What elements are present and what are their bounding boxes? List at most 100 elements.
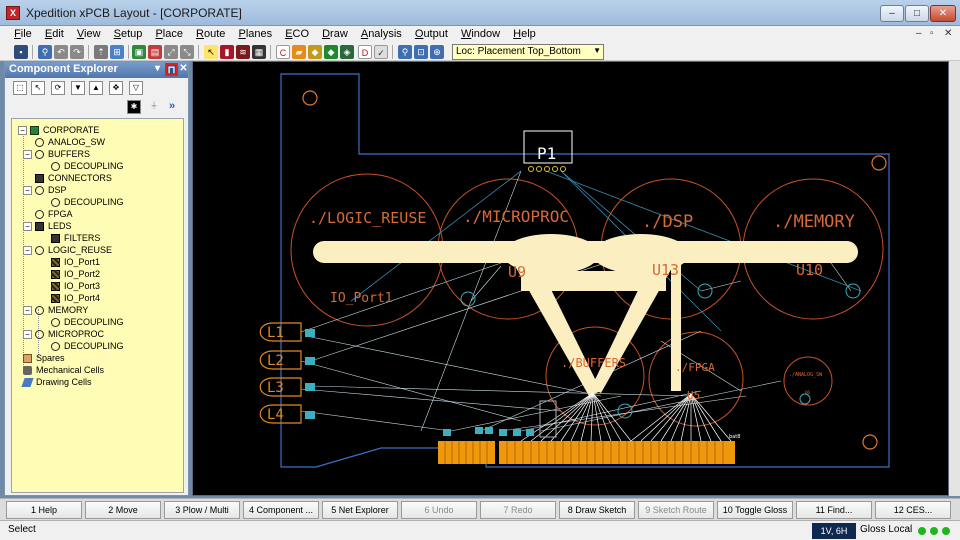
fkey-net-explorer[interactable]: 5 Net Explorer <box>322 501 398 519</box>
menu-help[interactable]: Help <box>513 28 536 40</box>
gear-icon <box>23 366 32 376</box>
place-mode-icon[interactable]: ▮ <box>220 45 234 59</box>
tree-node-leds[interactable]: −LEDS <box>23 220 72 232</box>
menu-edit[interactable]: Edit <box>44 28 64 40</box>
pcb-canvas[interactable]: ./LOGIC_REUSE ./MICROPROC ./DSP ./MEMORY… <box>192 61 949 496</box>
review-icon[interactable]: ◈ <box>340 45 354 59</box>
tree-node-mechanical-cells[interactable]: Mechanical Cells <box>23 364 104 376</box>
panel-menu-chevron-icon[interactable]: ▾ <box>154 63 161 74</box>
fkey-redo[interactable]: 7 Redo <box>480 501 556 519</box>
tree-node-buffers-decoupling[interactable]: DECOUPLING <box>51 160 124 172</box>
unplace-icon[interactable]: ▲ <box>89 81 103 95</box>
draw-mode-icon[interactable]: ▦ <box>252 45 266 59</box>
menu-draw[interactable]: Draw <box>322 28 348 40</box>
zoom-area-icon[interactable]: ⊕ <box>430 45 444 59</box>
tree-node-memory[interactable]: −MEMORY <box>23 304 88 316</box>
zoom-fit-icon[interactable]: ⊡ <box>414 45 428 59</box>
net-icon[interactable]: ◆ <box>308 45 322 59</box>
select-pointer-icon[interactable]: ↖ <box>204 45 218 59</box>
display-control-icon[interactable]: ▣ <box>132 45 146 59</box>
double-chevron-right-icon[interactable]: » <box>168 100 176 112</box>
close-button[interactable]: ✕ <box>930 5 956 22</box>
save-icon[interactable]: ▪ <box>14 45 28 59</box>
tree-node-drawing-cells[interactable]: Drawing Cells <box>21 376 92 388</box>
tree-node-io-port1[interactable]: IO_Port1 <box>51 256 100 268</box>
find-icon[interactable]: ⚲ <box>38 45 52 59</box>
drc-icon[interactable]: D <box>358 45 372 59</box>
fkey-draw-sketch[interactable]: 8 Draw Sketch <box>559 501 635 519</box>
tree-node-buffers[interactable]: −BUFFERS <box>23 148 90 160</box>
redo-icon[interactable]: ↷ <box>70 45 84 59</box>
vertical-scrollbar[interactable] <box>949 61 960 496</box>
parts-icon[interactable]: ▰ <box>292 45 306 59</box>
route-mode-icon[interactable]: ≋ <box>236 45 250 59</box>
menu-eco[interactable]: ECO <box>285 28 310 40</box>
tree-node-microproc[interactable]: −MICROPROC <box>23 328 104 340</box>
mdi-restore-icon[interactable]: ▫ <box>930 28 934 39</box>
tree-node-logic-reuse[interactable]: −LOGIC_REUSE <box>23 244 112 256</box>
fkey-undo[interactable]: 6 Undo <box>401 501 477 519</box>
undo-icon[interactable]: ↶ <box>54 45 68 59</box>
properties-icon[interactable]: ⊞ <box>110 45 124 59</box>
fkey-ces[interactable]: 12 CES... <box>875 501 951 519</box>
circle-icon <box>51 342 60 352</box>
push-icon[interactable]: ⇡ <box>94 45 108 59</box>
funnel-icon[interactable]: ⏚ <box>150 101 158 110</box>
link-icon[interactable]: ⤢ <box>164 45 178 59</box>
menu-planes[interactable]: Planes <box>238 28 273 40</box>
location-dropdown[interactable]: Loc: Placement Top_Bottom ▼ <box>452 44 604 60</box>
expand-all-icon[interactable]: ✱ <box>127 100 141 114</box>
maximize-button[interactable]: □ <box>905 5 929 22</box>
fkey-component[interactable]: 4 Component ... <box>243 501 319 519</box>
drc-diamond-icon[interactable]: ◆ <box>324 45 338 59</box>
menu-view[interactable]: View <box>76 28 101 40</box>
refresh-icon[interactable]: ⟳ <box>51 81 65 95</box>
tree-node-dsp[interactable]: −DSP <box>23 184 67 196</box>
place-icon[interactable]: ▼ <box>71 81 85 95</box>
fkey-plow-multi[interactable]: 3 Plow / Multi <box>164 501 240 519</box>
minimize-button[interactable]: – <box>880 5 904 22</box>
zoom-icon[interactable]: ⚲ <box>398 45 412 59</box>
menu-setup[interactable]: Setup <box>113 28 143 40</box>
ces-icon[interactable]: C <box>276 45 290 59</box>
circle-icon <box>35 246 44 256</box>
menu-file[interactable]: File <box>14 28 32 40</box>
tree-node-dsp-decoupling[interactable]: DECOUPLING <box>51 196 124 208</box>
move-icon[interactable]: ✥ <box>109 81 123 95</box>
layer-icon[interactable]: ▤ <box>148 45 162 59</box>
status-message: Select <box>8 524 36 535</box>
mdi-close-icon[interactable]: ✕ <box>944 28 953 39</box>
tree-node-filters[interactable]: FILTERS <box>51 232 100 244</box>
menu-place[interactable]: Place <box>155 28 183 40</box>
pin-icon[interactable]: ⊓ <box>165 63 178 76</box>
pcb-board-drawing[interactable]: ./LOGIC_REUSE ./MICROPROC ./DSP ./MEMORY… <box>193 62 949 496</box>
fkey-sketch-route[interactable]: 9 Sketch Route <box>638 501 714 519</box>
tree-node-spares[interactable]: Spares <box>23 352 65 364</box>
tree-node-io-port3[interactable]: IO_Port3 <box>51 280 100 292</box>
select-all-icon[interactable]: ⬚ <box>13 81 27 95</box>
route-icon[interactable]: ⤡ <box>180 45 194 59</box>
tree-node-io-port4[interactable]: IO_Port4 <box>51 292 100 304</box>
filter-icon[interactable]: ▽ <box>129 81 143 95</box>
tree-node-io-port2[interactable]: IO_Port2 <box>51 268 100 280</box>
panel-close-icon[interactable]: ✕ <box>179 63 188 74</box>
select-icon[interactable]: ↖ <box>31 81 45 95</box>
tree-node-memory-decoupling[interactable]: DECOUPLING <box>51 316 124 328</box>
fkey-find[interactable]: 11 Find... <box>796 501 872 519</box>
check-icon[interactable]: ✓ <box>374 45 388 59</box>
tree-node-corporate[interactable]: −CORPORATE <box>18 124 99 136</box>
tree-node-microproc-decoupling[interactable]: DECOUPLING <box>51 340 124 352</box>
tree-node-connectors[interactable]: CONNECTORS <box>35 172 112 184</box>
tree-node-analog-sw[interactable]: ANALOG_SW <box>35 136 105 148</box>
mdi-minimize-icon[interactable]: – <box>916 28 922 39</box>
menu-analysis[interactable]: Analysis <box>360 28 402 40</box>
menu-output[interactable]: Output <box>414 28 448 40</box>
chip-icon <box>35 174 44 184</box>
fkey-move[interactable]: 2 Move <box>85 501 161 519</box>
menu-route[interactable]: Route <box>196 28 226 40</box>
fkey-help[interactable]: 1 Help <box>6 501 82 519</box>
menu-window[interactable]: Window <box>460 28 501 40</box>
component-explorer-header: Component Explorer ▾ ⊓ ✕ <box>5 62 188 78</box>
tree-node-fpga[interactable]: FPGA <box>35 208 73 220</box>
fkey-toggle-gloss[interactable]: 10 Toggle Gloss <box>717 501 793 519</box>
